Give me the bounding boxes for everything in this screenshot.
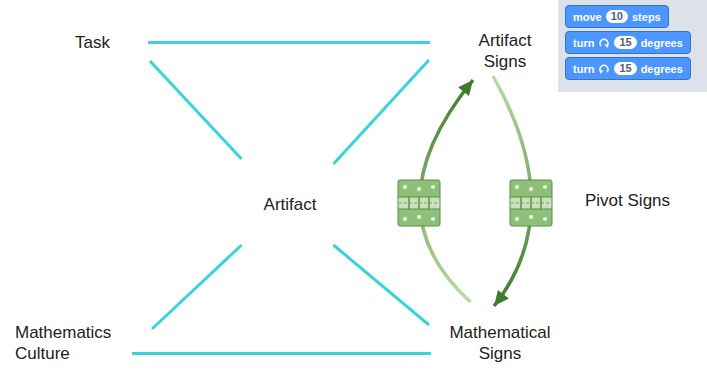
concept-label: Artifact Signs (479, 31, 532, 71)
number-input: 15 (614, 36, 636, 49)
block-word: steps (632, 11, 661, 23)
concept-node: Artifact Signs (465, 30, 545, 72)
relation-line (333, 60, 429, 164)
arrow-head (458, 80, 473, 96)
block-word: degrees (641, 63, 683, 75)
block-word: turn (573, 63, 594, 75)
rotate-icon (598, 63, 610, 75)
code-block: move 10 steps (565, 5, 669, 28)
code-block: turn 15 degrees (565, 31, 691, 54)
rotate-icon (598, 37, 610, 49)
hinge-icon (510, 180, 552, 226)
concept-node: Mathematics Culture (15, 322, 127, 364)
concept-node: Mathematical Signs (441, 322, 559, 364)
relation-line (152, 245, 242, 329)
block-word: move (573, 11, 602, 23)
hinge-icon (398, 180, 440, 226)
block-word: degrees (641, 37, 683, 49)
concept-label: Task (75, 33, 110, 52)
relation-line (333, 245, 429, 325)
concept-label: Mathematics Culture (15, 323, 111, 363)
code-block: turn 15 degrees (565, 57, 691, 80)
relation-line (148, 42, 430, 43)
block-word: turn (573, 37, 594, 49)
pivot-label: Pivot Signs (585, 190, 670, 211)
concept-node: Artifact (264, 194, 317, 215)
arrow-head (494, 290, 509, 306)
concept-node: Task (75, 32, 110, 53)
relation-line (132, 353, 431, 354)
concept-label: Mathematical Signs (449, 323, 550, 363)
concept-label: Artifact (264, 195, 317, 214)
number-input: 15 (614, 62, 636, 75)
relation-line (150, 61, 242, 159)
number-input: 10 (606, 10, 628, 23)
